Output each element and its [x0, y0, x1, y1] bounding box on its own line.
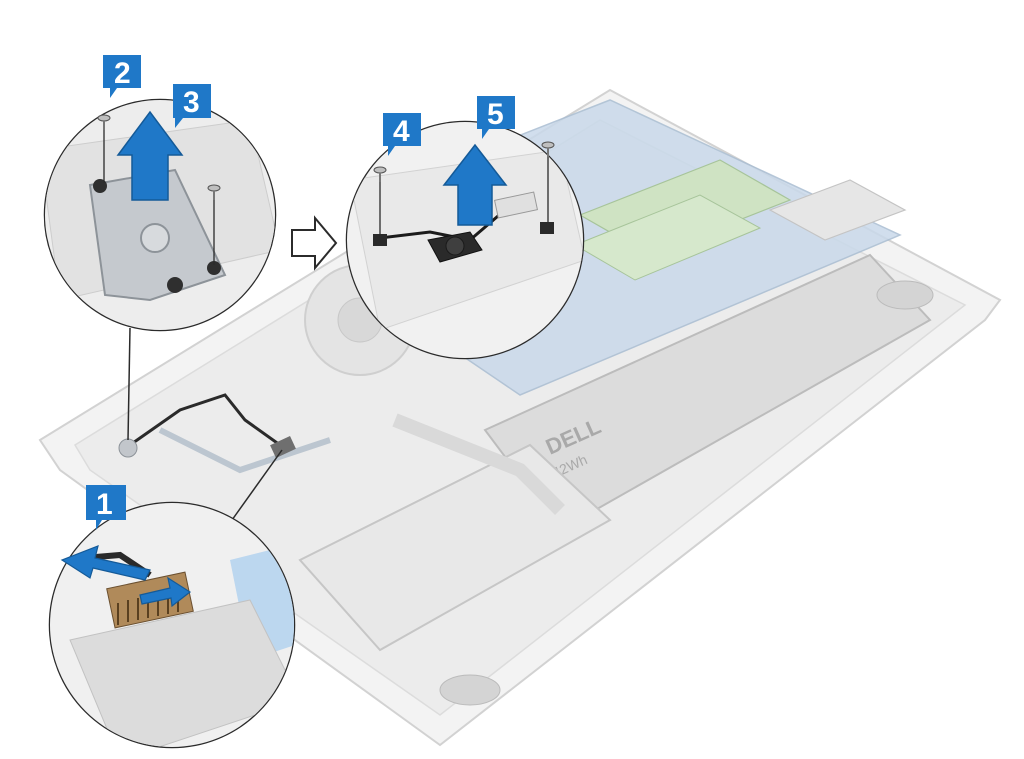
speaker-left: [439, 674, 501, 706]
svg-text:2: 2: [114, 57, 131, 90]
detail-circle-connector: [48, 501, 296, 749]
detail-circle-power-button: [345, 120, 585, 360]
screw-icon: [97, 114, 111, 130]
step-callout-1: 1: [86, 485, 126, 530]
hard-drive: [298, 443, 612, 652]
leader-line-a: [127, 327, 131, 441]
pull-arrow-icon: [60, 545, 151, 581]
hollow-right-arrow-icon: [291, 215, 338, 271]
memory-module-2: [573, 194, 762, 281]
latch-arrow-icon: [139, 576, 192, 608]
speaker-right: [876, 280, 934, 310]
screw-icon: [373, 166, 387, 182]
up-arrow-icon: [116, 110, 184, 201]
power-button-cable: [129, 393, 281, 447]
svg-text:1: 1: [96, 488, 113, 521]
up-arrow-icon: [442, 143, 508, 226]
step-callout-2: 2: [103, 55, 141, 98]
ssd: [768, 179, 907, 241]
screw-icon: [541, 141, 555, 157]
step-callout-4: 4: [383, 113, 421, 156]
flex-cable: [392, 413, 565, 515]
screw-icon: [207, 184, 221, 200]
leader-line-c: [231, 449, 283, 521]
detail-circle-bracket: [43, 98, 277, 332]
svg-text:3: 3: [183, 86, 200, 119]
step-callout-3: 3: [173, 84, 211, 128]
step-callout-5: 5: [477, 96, 515, 139]
svg-text:5: 5: [487, 98, 504, 131]
io-board: [69, 599, 294, 747]
svg-text:4: 4: [393, 115, 410, 148]
